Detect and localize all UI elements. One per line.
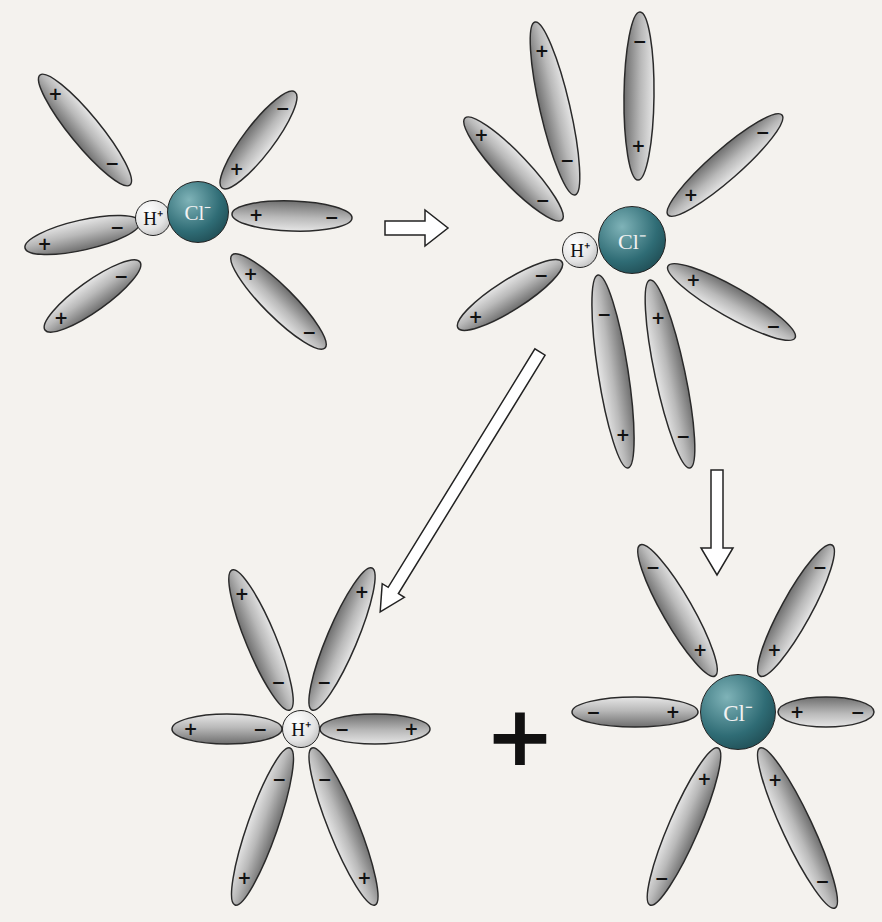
dipole-charge: +	[243, 265, 257, 282]
dipole-charge: +	[767, 641, 781, 658]
dipole-charge: +	[235, 585, 249, 602]
dipole-charge: +	[469, 308, 483, 325]
dipole-charge: −	[302, 324, 316, 341]
dipole-charge: +	[535, 43, 549, 60]
dipole-charge: −	[815, 872, 829, 889]
dipole-charge: −	[317, 673, 331, 690]
dipole-charge: −	[272, 771, 286, 788]
chloride-ion: Cl⁻	[167, 181, 229, 243]
hydrogen-ion: H⁺	[282, 710, 320, 748]
dipole-charge: +	[184, 721, 198, 738]
water-dipole	[747, 538, 845, 683]
dipole-charge: +	[697, 771, 711, 788]
dipole-charge: −	[676, 428, 690, 445]
water-dipole	[22, 207, 144, 262]
dipole-charge: −	[654, 870, 668, 887]
dipole-charge: +	[357, 870, 371, 887]
dipole-charge: −	[851, 704, 865, 721]
dipole-charge: −	[766, 317, 780, 334]
water-dipole	[210, 83, 307, 197]
dipole-charge: −	[114, 267, 128, 284]
ion-symbol: H⁺	[143, 205, 163, 231]
dipole-charge: +	[229, 160, 243, 177]
dipole-charge: +	[616, 427, 630, 444]
dipole-charge: −	[110, 219, 124, 236]
dipole-charge: +	[631, 138, 645, 155]
water-dipole	[778, 697, 874, 727]
dipole-charge: −	[633, 32, 647, 49]
ion-symbol: H⁺	[291, 716, 311, 742]
dipole-charge: −	[586, 704, 600, 721]
dipole-charge: +	[693, 641, 707, 658]
water-dipole	[583, 273, 643, 471]
dipole-charge: +	[355, 584, 369, 601]
water-dipole	[320, 714, 430, 744]
water-dipole	[746, 742, 848, 915]
water-dipole	[298, 562, 386, 716]
dipole-charge: −	[535, 191, 549, 208]
dipole-charge: −	[755, 124, 769, 141]
dipole-charge: +	[686, 272, 700, 289]
water-dipole	[635, 277, 704, 471]
chloride-ion: Cl⁻	[700, 674, 776, 750]
water-dipole	[172, 714, 282, 744]
water-dipole	[572, 697, 698, 727]
plus-sign: +	[485, 694, 555, 778]
ion-symbol: Cl⁻	[185, 198, 212, 226]
water-dipole	[298, 742, 389, 910]
water-dipole	[218, 564, 304, 715]
water-dipole	[28, 66, 141, 195]
dipole-charge: −	[335, 721, 349, 738]
dipole-charge: +	[404, 721, 418, 738]
ion-symbol: Cl⁻	[723, 696, 753, 728]
hydrogen-ion: H⁺	[135, 200, 171, 236]
dipole-charge: −	[275, 100, 289, 117]
dipole-charge: −	[317, 771, 331, 788]
water-dipole	[658, 104, 792, 227]
dipole-charge: +	[684, 187, 698, 204]
stage-arrow	[369, 345, 551, 618]
dipole-charge: −	[271, 674, 285, 691]
dipole-charge: +	[666, 704, 680, 721]
water-dipole	[454, 108, 573, 231]
dipole-charge: −	[253, 721, 267, 738]
dipole-charge: +	[790, 704, 804, 721]
dipole-charge: −	[324, 209, 338, 226]
dipole-charge: −	[560, 152, 574, 169]
stage-arrow	[385, 210, 448, 246]
dipole-charge: +	[54, 310, 68, 327]
dipole-charge: +	[474, 127, 488, 144]
stage-arrow	[701, 470, 733, 575]
dipole-charge: −	[646, 559, 660, 576]
hydrogen-ion: H⁺	[562, 232, 598, 268]
dipole-charge: +	[237, 870, 251, 887]
water-dipole	[623, 12, 655, 180]
dipole-charge: +	[651, 309, 665, 326]
dipole-charge: −	[597, 305, 611, 322]
dipole-charge: +	[768, 772, 782, 789]
chloride-ion: Cl⁻	[598, 206, 666, 274]
dipole-charge: −	[813, 559, 827, 576]
water-dipole	[450, 249, 570, 340]
ion-symbol: Cl⁻	[618, 225, 646, 255]
dipole-charge: +	[48, 85, 62, 102]
dipole-charge: −	[105, 155, 119, 172]
water-dipole	[36, 250, 148, 342]
water-dipole	[627, 538, 728, 684]
water-dipole	[221, 743, 304, 910]
water-dipole	[661, 253, 803, 351]
water-dipole	[232, 199, 353, 233]
dipole-charge: +	[249, 206, 263, 223]
water-dipole	[636, 742, 732, 911]
ion-symbol: H⁺	[570, 237, 590, 263]
water-dipole	[221, 244, 335, 358]
dipole-charge: +	[37, 235, 51, 252]
dipole-charge: −	[534, 267, 548, 284]
